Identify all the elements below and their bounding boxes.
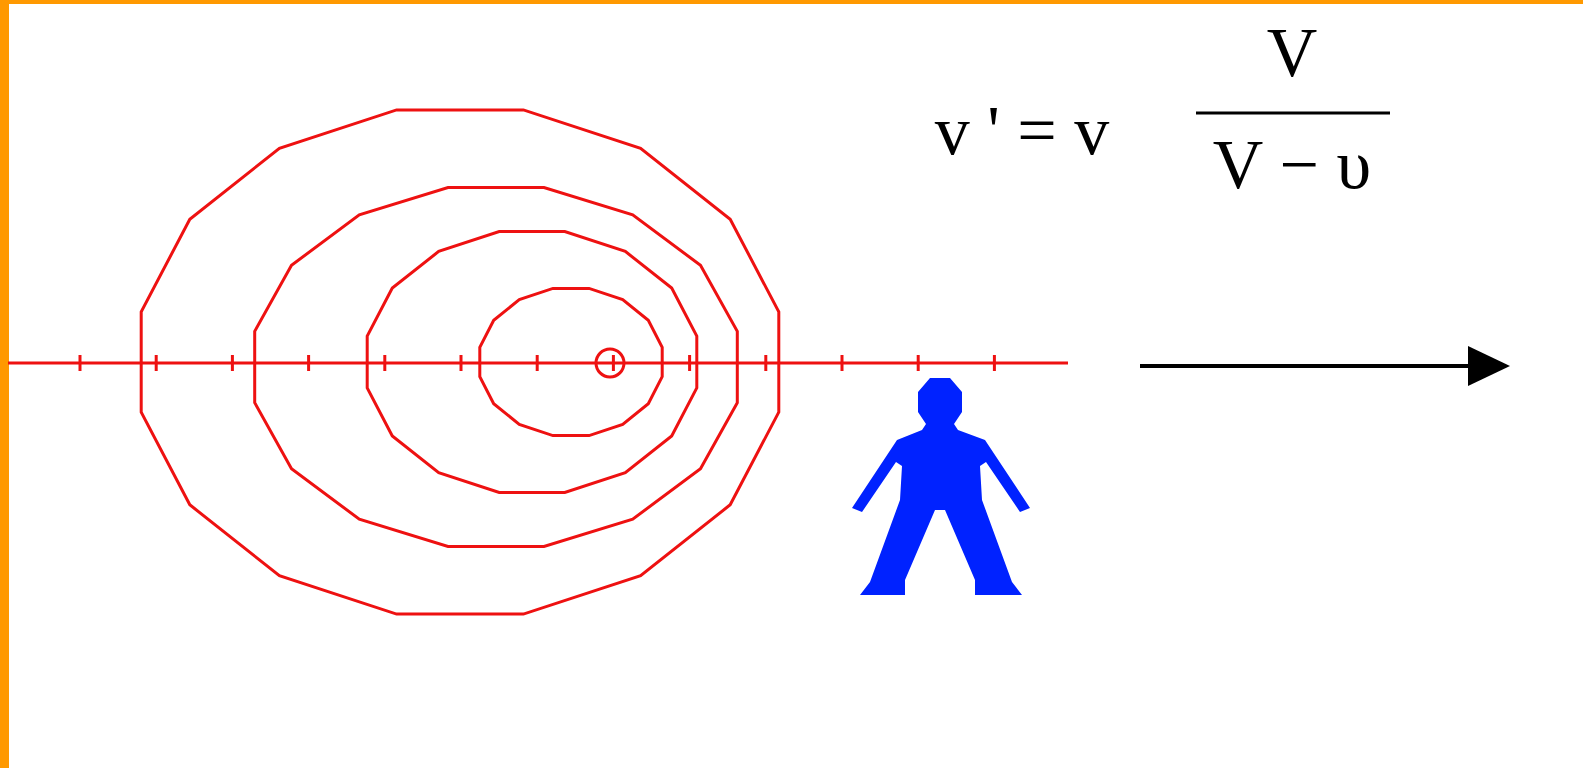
tick-mark	[460, 355, 463, 371]
tick-mark	[841, 355, 844, 371]
tick-mark	[764, 355, 767, 371]
tick-mark	[155, 355, 158, 371]
frame-bar	[0, 0, 1583, 4]
axis-line	[8, 349, 1068, 377]
observer-figure	[852, 378, 1030, 595]
tick-mark	[79, 355, 82, 371]
wavefront	[255, 188, 738, 547]
wave-source	[596, 349, 624, 377]
formula-text: V	[1267, 18, 1318, 88]
arrow-head	[1468, 346, 1510, 386]
tick-mark	[231, 355, 234, 371]
direction-arrow	[1140, 364, 1474, 368]
frame-bar	[0, 0, 9, 768]
tick-mark	[688, 355, 691, 371]
formula-text: V − υ	[1213, 130, 1371, 200]
tick-mark	[993, 355, 996, 371]
tick-mark	[536, 355, 539, 371]
tick-mark	[917, 355, 920, 371]
tick-mark	[307, 355, 310, 371]
fraction-bar	[1196, 112, 1390, 115]
tick-mark	[612, 355, 615, 371]
tick-mark	[383, 355, 386, 371]
formula-text: v ' = v	[935, 96, 1110, 166]
